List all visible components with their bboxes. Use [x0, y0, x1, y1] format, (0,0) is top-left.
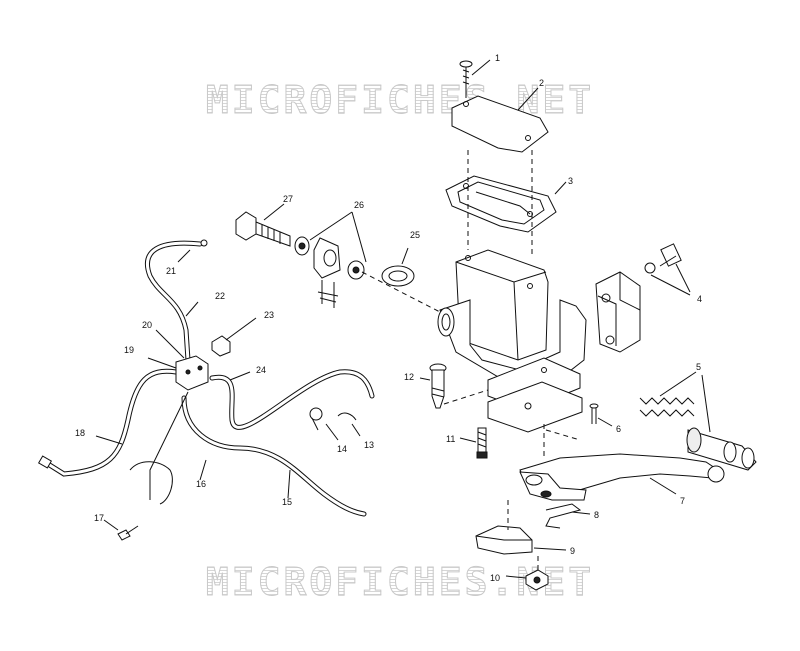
callout-18: 18 — [75, 428, 85, 438]
parts-13-14-clips — [309, 407, 361, 441]
callout-1: 1 — [495, 53, 500, 63]
callout-19: 19 — [124, 345, 134, 355]
callout-5: 5 — [696, 362, 701, 372]
callout-20: 20 — [142, 320, 152, 330]
part-3-diaphragm — [445, 175, 567, 233]
part-26-washers — [294, 211, 441, 313]
leader-lines — [95, 249, 291, 499]
callout-7: 7 — [680, 496, 685, 506]
brake-hoses — [37, 239, 375, 517]
callout-14: 14 — [337, 444, 347, 454]
callout-12: 12 — [404, 372, 414, 382]
part-7-brake-lever — [519, 453, 725, 501]
callout-11: 11 — [446, 434, 455, 444]
part-4-clamp — [595, 243, 691, 353]
callout-16: 16 — [196, 479, 206, 489]
callout-4: 4 — [697, 294, 702, 304]
callout-22: 22 — [215, 291, 225, 301]
callout-26: 26 — [354, 200, 364, 210]
callout-numbers: 1 2 3 4 5 6 7 8 9 10 11 12 13 14 15 16 1… — [75, 53, 702, 583]
part-8-spring — [545, 503, 591, 529]
part-10-nut — [505, 556, 549, 591]
callout-24: 24 — [256, 365, 266, 375]
callout-23: 23 — [264, 310, 274, 320]
callout-10: 10 — [490, 573, 500, 583]
callout-25: 25 — [410, 230, 420, 240]
part-9-adjuster — [475, 500, 567, 555]
callout-8: 8 — [594, 510, 599, 520]
part-17-screw — [103, 519, 139, 541]
part-6-pivot-pin — [589, 403, 613, 427]
callout-21: 21 — [166, 266, 176, 276]
callout-2: 2 — [539, 78, 544, 88]
callout-9: 9 — [570, 546, 575, 556]
part-2-reservoir-cover — [451, 87, 549, 153]
callout-13: 13 — [364, 440, 374, 450]
callout-17: 17 — [94, 513, 104, 523]
part-25-seal — [381, 247, 415, 287]
part-5-spring-piston — [639, 371, 757, 471]
callout-6: 6 — [616, 424, 621, 434]
master-cylinder-body — [437, 249, 587, 433]
part-11-bolt — [459, 427, 488, 459]
part-12-bolt — [419, 363, 489, 409]
part-27-banjo-bolt — [235, 203, 291, 247]
callout-15: 15 — [282, 497, 292, 507]
callout-3: 3 — [568, 176, 573, 186]
callout-27: 27 — [283, 194, 293, 204]
